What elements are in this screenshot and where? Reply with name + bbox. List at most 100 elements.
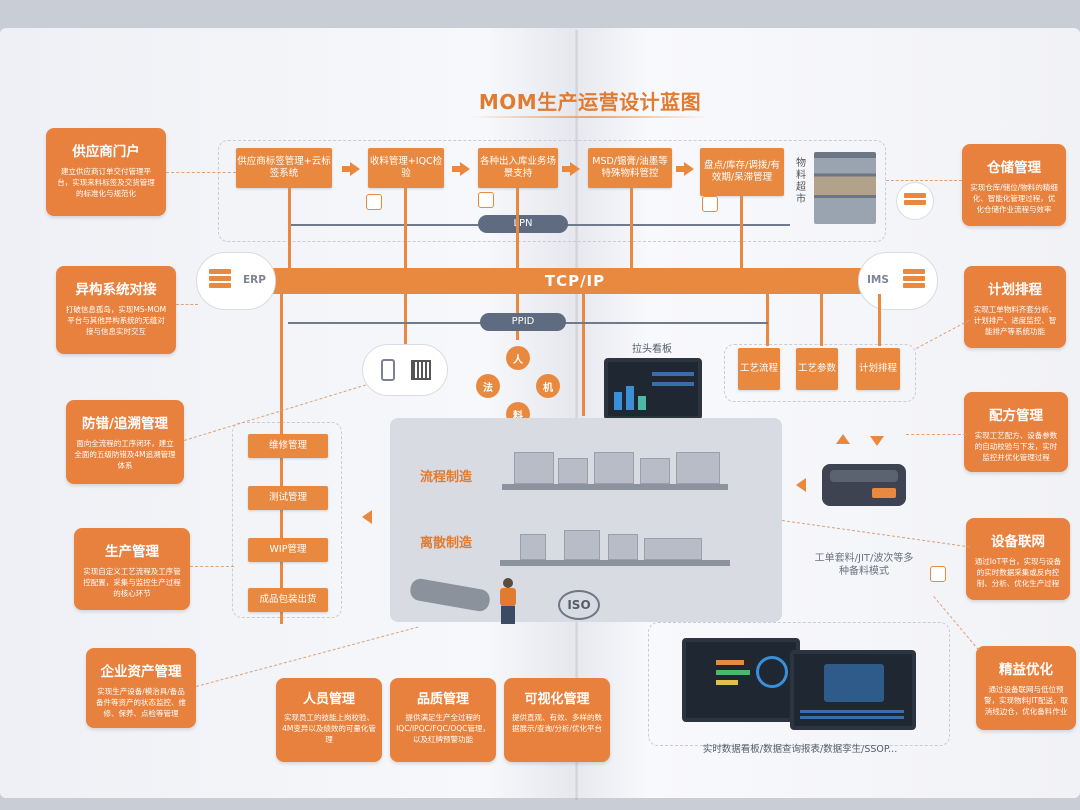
machine [514,452,554,484]
element-people: 人 [506,346,530,370]
connector-line [404,294,407,344]
card-desc: 提供直观、有效、多样的数据展示/查询/分析/优化平台 [510,712,604,734]
card-title: 生产管理 [74,540,190,560]
card-asset-mgmt[interactable]: 企业资产管理 实现生产设备/模治具/备品备件等资产的状态监控、维修、保养、点检等… [86,648,196,728]
card-lean[interactable]: 精益优化 通过设备联网与低位预警，实现物料JIT配送，取消线边仓，优化备料作业 [976,646,1076,730]
connector-line [516,188,519,268]
maintenance-mgmt-box[interactable]: 维修管理 [248,434,328,458]
warehouse-server-node [896,182,934,220]
test-mgmt-box[interactable]: 测试管理 [248,486,328,510]
wip-mgmt-box[interactable]: WIP管理 [248,538,328,562]
dash-bar [800,710,904,713]
machine [640,458,670,484]
card-recipe-mgmt[interactable]: 配方管理 实现工艺配方、设备参数的自动校验与下发，实时监控并优化管理过程 [964,392,1068,472]
erp-node[interactable]: ERP [196,252,276,310]
connector-line [630,188,633,268]
connector-line [582,294,585,416]
agv-icon [822,464,906,506]
ims-node[interactable]: IMS [858,252,938,310]
connector-line [404,188,407,268]
tag-icon [930,566,946,582]
process-flow-box[interactable]: 工艺流程 [738,348,780,390]
dashed-connector [190,566,234,567]
card-warehouse-mgmt[interactable]: 仓储管理 实现仓库/储位/物料的精细化、智能化管理过程，优化仓储作业流程与效率 [962,144,1066,226]
card-error-proofing[interactable]: 防错/追溯管理 面向全流程的工序闭环，建立全面的五级防错及4M追溯管理体系 [66,400,184,484]
card-title: 异构系统对接 [56,278,176,298]
card-title: 供应商门户 [46,140,166,160]
material-market-label: 物料超市 [796,158,808,206]
board-bar [652,382,694,386]
flow-inout-scenarios[interactable]: 各种出入库业务场景支持 [478,148,558,188]
dash-bar [716,660,744,665]
card-production-mgmt[interactable]: 生产管理 实现自定义工艺流程及工序管控配置，采集与监控生产过程的核心环节 [74,528,190,610]
card-quality-mgmt[interactable]: 品质管理 提供满足生产全过程的IQC/IPQC/FQC/OQC管理，以及红牌预警… [390,678,496,762]
connector-line [740,196,743,268]
flow-special-materials[interactable]: MSD/锡膏/油墨等特殊物料管控 [588,148,672,188]
element-method: 法 [476,374,500,398]
process-params-box[interactable]: 工艺参数 [796,348,838,390]
plan-schedule-box[interactable]: 计划排程 [856,348,900,390]
production-line [500,560,730,566]
card-system-integration[interactable]: 异构系统对接 打破信息孤岛，实现MS-MOM平台与其他异构系统的无缝对接与信息实… [56,266,176,354]
iso-label: ISO [567,598,590,612]
iso-badge: ISO [558,590,600,620]
packing-shipping-box[interactable]: 成品包装出货 [248,588,328,612]
erp-label: ERP [243,274,266,286]
dash-bar [756,656,788,688]
card-desc: 通过设备联网与低位预警，实现物料JIT配送，取消线边仓，优化备料作业 [984,684,1068,717]
dashed-connector [176,304,198,305]
dashboard-caption: 实时数据看板/数据查询报表/数据孪生/SSOP... [668,744,932,755]
pull-board-screen [604,358,702,420]
jit-mode-text: 工单套料/JIT/波次等多种备料模式 [812,552,916,578]
shelf-icon [814,152,876,224]
machine [520,534,546,560]
zone-process-mfg: 流程制造 [420,466,472,485]
card-people-mgmt[interactable]: 人员管理 实现员工的技能上岗校验、4M变异以及绩效的可量化管理 [276,678,382,762]
connector-line [288,188,291,268]
card-iot[interactable]: 设备联网 通过IoT平台，实现与设备的实时数据采集或反向控制、分析、优化生产过程 [966,518,1070,600]
up-arrow-icon [836,434,850,444]
dashed-connector [166,172,236,173]
connector-line [820,294,823,346]
card-title: 可视化管理 [504,688,610,707]
flow-arrow-icon [570,162,580,176]
flow-arrow-icon [684,162,694,176]
card-title: 计划排程 [964,278,1066,298]
card-visual-mgmt[interactable]: 可视化管理 提供直观、有效、多样的数据展示/查询/分析/优化平台 [504,678,610,762]
card-desc: 实现员工的技能上岗校验、4M变异以及绩效的可量化管理 [282,712,376,745]
card-title: 品质管理 [390,688,496,707]
scan-device-node [362,344,448,396]
tag-icon [366,194,382,210]
card-supplier-portal[interactable]: 供应商门户 建立供应商订单交付管理平台，实现来料标签及交货管理的标准化与规范化 [46,128,166,216]
flow-inventory-mgmt[interactable]: 盘点/库存/调拨/有效期/呆滞管理 [700,148,784,196]
connector-line [280,294,283,624]
board-bar [638,396,646,410]
connector-line [878,294,881,346]
dash-bar [716,670,750,675]
dash-map [824,664,884,702]
card-title: 仓储管理 [962,156,1066,176]
flow-supplier-label[interactable]: 供应商标签管理+云标签系统 [236,148,332,188]
left-arrow-icon [796,478,806,492]
machine [608,534,638,560]
server-icon [904,191,926,207]
title-underline [470,116,710,118]
worker-icon [498,578,518,624]
card-desc: 实现生产设备/模治具/备品备件等资产的状态监控、维修、保养、点检等管理 [94,686,188,719]
pull-board-label: 拉头看板 [632,340,672,355]
card-planning[interactable]: 计划排程 实现工单物料齐套分析、计划排产、进度监控、智能排产等系统功能 [964,266,1066,348]
lpn-pill: LPN [478,215,568,233]
card-title: 防错/追溯管理 [66,412,184,432]
tcp-ip-bus: TCP/IP [245,268,905,294]
flow-arrow-icon [350,162,360,176]
machine [564,530,600,560]
board-bar [626,386,634,410]
flow-receiving-iqc[interactable]: 收料管理+IQC检验 [368,148,444,188]
qr-code-icon [411,360,431,380]
server-icon [903,267,925,290]
phone-icon [381,359,395,381]
dashed-connector [886,180,962,181]
tag-icon [478,192,494,208]
card-desc: 实现仓库/储位/物料的精细化、智能化管理过程，优化仓储作业流程与效率 [970,182,1058,215]
zone-discrete-mfg: 离散制造 [420,532,472,551]
